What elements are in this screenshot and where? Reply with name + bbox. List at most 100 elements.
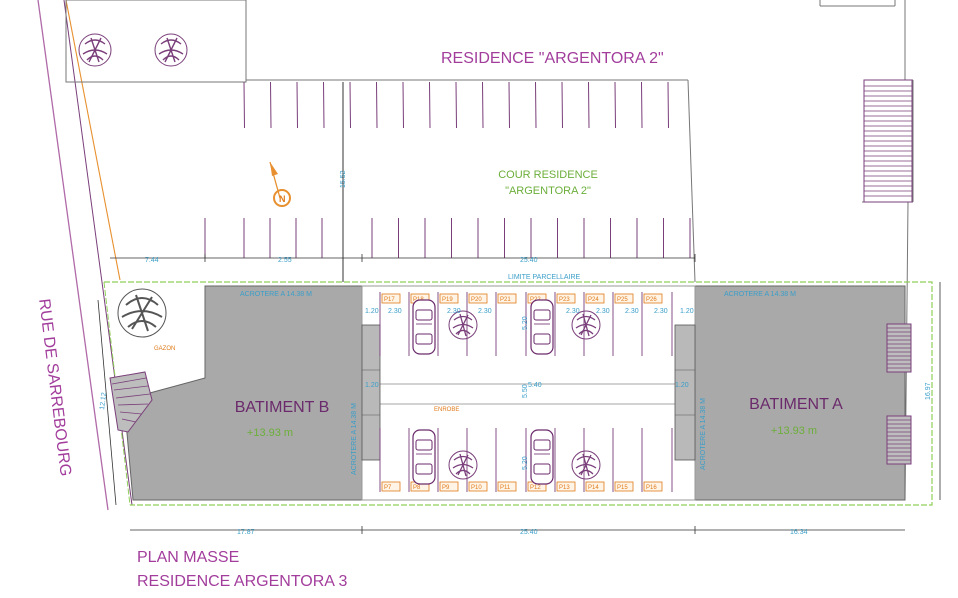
parking-label-box (643, 293, 663, 304)
balcony-dividers (362, 369, 695, 416)
dim-1-20: 1.20 (365, 382, 379, 389)
parking-label-box (468, 293, 488, 304)
dim-2-30: 2.30 (596, 308, 610, 315)
balcony-strip (674, 324, 696, 461)
building-a-height: +13.93 m (771, 425, 817, 437)
stall-line (243, 81, 245, 129)
building-b-acrotere-side: ACROTERE A 14.38 M (351, 403, 358, 475)
car-icon (412, 299, 436, 355)
dim-5-40: 5.40 (528, 382, 542, 389)
tree-icon (154, 33, 188, 67)
lawn-tree-icon (117, 288, 167, 338)
parking-number: P25 (617, 297, 628, 303)
dim-1-20: 1.20 (365, 308, 379, 315)
parking-number: P15 (617, 485, 628, 491)
parking-number: P14 (588, 485, 599, 491)
dim-16-97: 16.97 (925, 382, 932, 400)
courtyard-line-1: COUR RESIDENCE (498, 169, 598, 181)
parking-label-box (381, 293, 401, 304)
parking-label-box (614, 293, 634, 304)
dimension-ticks (361, 526, 696, 534)
stall-line (667, 81, 669, 129)
parking-number: P26 (646, 297, 657, 303)
north-arrow-icon: N (269, 161, 291, 207)
road-line (37, 0, 109, 511)
dim-1-20: 1.20 (675, 382, 689, 389)
building-a-acrotere-side: ACROTERE A 14.38 M (700, 398, 707, 470)
building-b-height: +13.93 m (247, 427, 293, 439)
dimension-ticks (204, 254, 696, 262)
building-a-name: BATIMENT A (749, 396, 843, 413)
stall-line (376, 81, 378, 129)
boundary-line (65, 0, 121, 281)
dim-2-30: 2.30 (447, 308, 461, 315)
plan-title: PLAN MASSE (137, 549, 239, 566)
stall-line (482, 81, 484, 129)
stall-line (402, 81, 404, 129)
parking-trees (448, 310, 601, 480)
parking-number: P17 (384, 297, 395, 303)
parking-number: P9 (442, 485, 450, 491)
parking-label-box (497, 481, 517, 492)
tree-icon (571, 450, 601, 480)
stair-block-a (886, 323, 912, 465)
parking-number: P24 (588, 297, 599, 303)
parking-label-box (643, 481, 663, 492)
tree-icon (571, 310, 601, 340)
parking-number: P7 (384, 485, 392, 491)
street-name: RUE DE SARREBOURG (35, 298, 74, 477)
stall-line (455, 81, 457, 129)
parking-number: P8 (413, 485, 421, 491)
dim-5-20: 5.20 (522, 316, 529, 330)
neighbour-lot (65, 0, 247, 83)
dim-2-55: 2.55 (278, 257, 292, 264)
parking-label-box (585, 293, 605, 304)
svg-text:N: N (279, 194, 286, 204)
stall-line (588, 81, 590, 129)
dim-2-30: 2.30 (388, 308, 402, 315)
parking-label-box (614, 481, 634, 492)
dim-12-12: 12.12 (99, 392, 108, 410)
parking-label-box (585, 481, 605, 492)
parking-number: P13 (559, 485, 570, 491)
parking-label-box (468, 481, 488, 492)
paving-label: ENROBE (434, 407, 459, 413)
tree-icon (448, 310, 478, 340)
car-icon (530, 429, 554, 485)
dim-16-34: 16.34 (790, 529, 808, 536)
dim-2-30: 2.30 (625, 308, 639, 315)
parking-label-box (497, 293, 517, 304)
dim-5-50: 5.50 (522, 384, 529, 398)
dim-15-52: 15.52 (340, 170, 347, 188)
car-icon (530, 299, 554, 355)
dim-2-30: 2.30 (478, 308, 492, 315)
parking-number: P11 (500, 485, 511, 491)
car-icon (412, 429, 436, 485)
dim-5-20: 5.20 (522, 456, 529, 470)
stall-line (535, 81, 537, 129)
courtyard-edge (687, 79, 696, 283)
top-title: RESIDENCE "ARGENTORA 2" (441, 50, 664, 67)
dim-2-30: 2.30 (654, 308, 668, 315)
parking-number: P10 (471, 485, 482, 491)
building-b-acrotere-top: ACROTERE A 14.38 M (240, 291, 312, 298)
parking-label-box (381, 481, 401, 492)
plan-subtitle: RESIDENCE ARGENTORA 3 (137, 573, 348, 590)
stall-line (641, 81, 643, 129)
dim-17-87: 17.87 (237, 529, 255, 536)
building-a-acrotere-top: ACROTERE A 14.38 M (724, 291, 796, 298)
lawn-label: GAZON (154, 346, 175, 352)
stall-line (508, 81, 510, 129)
parking-number: P16 (646, 485, 657, 491)
dim-1-20: 1.20 (680, 308, 694, 315)
stair-block-top (863, 79, 913, 203)
parking-label-box (556, 293, 576, 304)
stall-line (614, 81, 616, 129)
parking-number: P21 (500, 297, 511, 303)
parking-label-box (556, 481, 576, 492)
building-b (123, 285, 363, 501)
parcel-boundary (104, 281, 933, 506)
stall-line (270, 81, 272, 129)
spiral-stair-icon (109, 371, 153, 433)
